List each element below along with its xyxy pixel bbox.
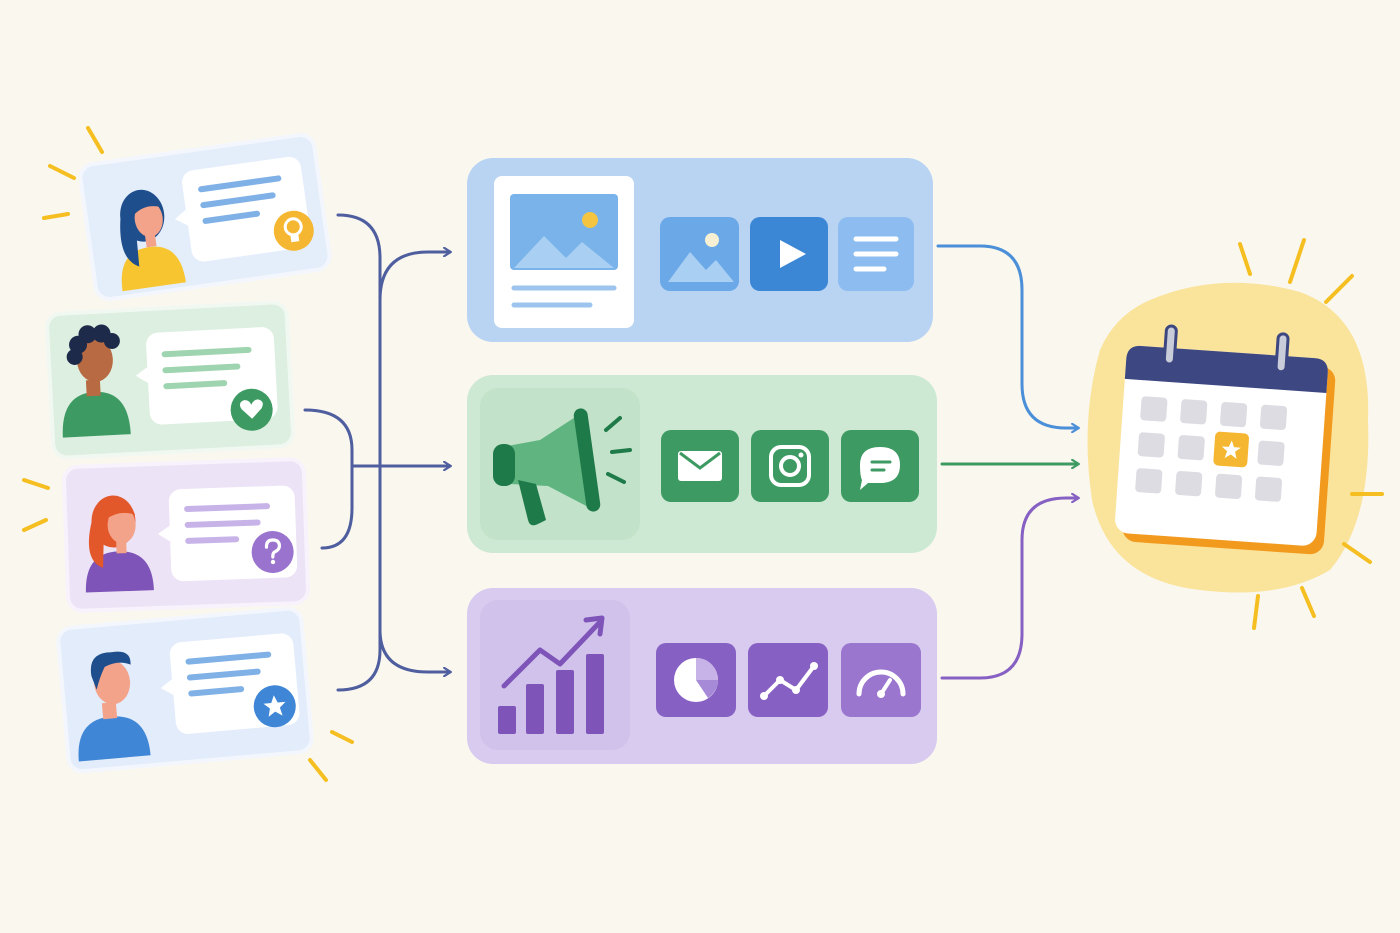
pie-chart-icon: [656, 643, 736, 717]
spark-lines-mid: [22, 478, 50, 532]
star-icon: [253, 685, 296, 728]
spark-lines-top: [42, 126, 104, 220]
text-lines-icon: [838, 217, 914, 291]
chat-bubble-icon: [841, 430, 919, 502]
output-connectors: [936, 244, 1078, 680]
line-trend-icon: [748, 643, 828, 717]
growth-chart-icon: [498, 615, 605, 734]
calendar-icon: [1115, 324, 1336, 555]
calendar-group: [1087, 238, 1384, 630]
image-icon: [660, 217, 739, 291]
avatar: [85, 495, 154, 593]
article-icon: [494, 176, 634, 328]
spark-lines-calendar: [1238, 238, 1384, 630]
person-card-3: [62, 457, 310, 613]
lightbulb-icon: [273, 210, 314, 251]
person-card-1: [78, 133, 332, 301]
gauge-icon: [841, 643, 921, 717]
instagram-icon: [751, 430, 829, 502]
input-connectors: [303, 213, 450, 692]
heart-icon: [230, 388, 273, 431]
email-icon: [661, 430, 739, 502]
avatar: [120, 189, 186, 292]
video-play-icon: [750, 217, 828, 291]
person-card-4: [56, 606, 314, 774]
spark-lines-bottom: [308, 730, 354, 782]
question-icon: [251, 530, 294, 573]
megaphone-icon: [493, 408, 632, 526]
avatar: [78, 651, 151, 762]
people-column: [22, 126, 354, 782]
calendar-highlight-star-icon: [1213, 431, 1250, 468]
person-card-2: [45, 300, 295, 460]
content-lane: [467, 158, 933, 342]
analytics-lane: [467, 588, 937, 764]
avatar: [62, 324, 131, 438]
distribution-lane: [467, 375, 937, 553]
